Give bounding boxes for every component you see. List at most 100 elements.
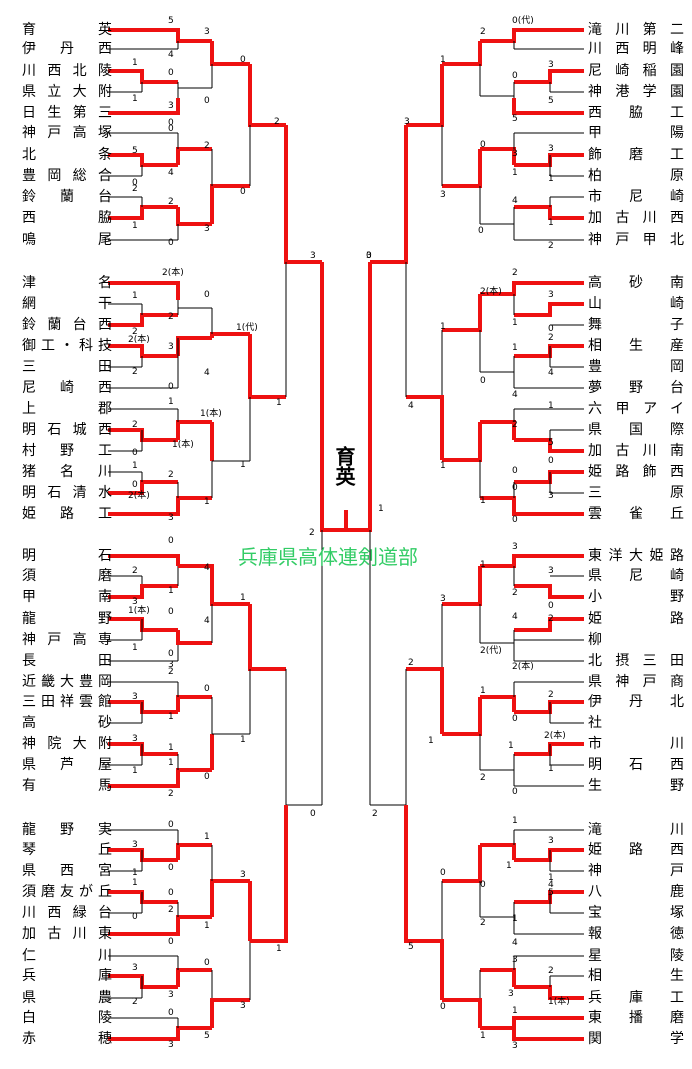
match-score: 3 xyxy=(168,513,174,523)
team-name-right: 六甲アイ xyxy=(588,401,684,417)
bracket-line xyxy=(108,98,180,115)
match-score: 1 xyxy=(168,397,174,407)
bracket-line xyxy=(108,281,180,300)
bracket-line xyxy=(346,262,372,532)
match-score: 4 xyxy=(408,401,414,411)
team-name-right: 八鹿 xyxy=(588,884,684,900)
team-name-left: 龍野 xyxy=(22,611,112,627)
team-name-left: 上郡 xyxy=(22,401,112,417)
bracket-line xyxy=(108,496,212,516)
team-name-right: 姫路 xyxy=(588,611,684,627)
match-score: 1 xyxy=(480,560,486,570)
match-score: 5 xyxy=(548,438,554,448)
match-score: 5 xyxy=(548,888,554,898)
bracket-line xyxy=(442,697,482,736)
team-name-left: 須磨 xyxy=(22,568,112,584)
team-name-right: 姫路西 xyxy=(588,842,684,858)
match-score: 0 xyxy=(512,787,518,797)
bracket-line xyxy=(406,667,444,734)
team-name-left: 明石清水 xyxy=(22,485,112,501)
match-score: 5 xyxy=(512,114,518,124)
team-name-right: 雲雀丘 xyxy=(588,506,684,522)
match-score: 0 xyxy=(512,483,518,493)
team-name-right: 加古川南 xyxy=(588,443,684,459)
team-name-right: 神戸甲北 xyxy=(588,232,684,248)
match-score: 2 xyxy=(408,658,414,668)
bracket-line xyxy=(514,69,584,84)
bracket-line xyxy=(514,205,584,220)
team-name-right: 滝川 xyxy=(588,822,684,838)
team-name-left: 豊岡総合 xyxy=(22,168,112,184)
bracket-line xyxy=(176,336,212,356)
team-name-left: 加古川東 xyxy=(22,926,112,942)
match-score: 1 xyxy=(512,816,518,826)
bracket-line xyxy=(514,153,584,167)
team-name-left: 尼崎西 xyxy=(22,380,112,396)
team-name-left: 須磨友が丘 xyxy=(22,884,112,900)
match-score: 3 xyxy=(366,251,372,261)
match-score: 2 xyxy=(132,327,138,337)
match-score: 3 xyxy=(204,224,210,234)
bracket-line xyxy=(512,98,584,115)
team-name-right: 兵庫工 xyxy=(588,990,684,1006)
team-name-left: 川西緑台 xyxy=(22,905,112,921)
match-score: 1 xyxy=(132,868,138,878)
bracket-line xyxy=(480,843,516,860)
match-score: 2 xyxy=(274,117,280,127)
bracket-line xyxy=(480,968,516,987)
bracket-line xyxy=(512,1028,584,1041)
match-score: 2 xyxy=(480,773,486,783)
team-name-right: 明石西 xyxy=(588,757,684,773)
match-score: 0 xyxy=(204,958,210,968)
match-score: 1 xyxy=(240,460,246,470)
match-score: 2 xyxy=(512,420,518,430)
bracket-line xyxy=(320,262,348,532)
match-score: 2 xyxy=(548,241,554,251)
team-name-left: 北条 xyxy=(22,147,112,163)
team-name-right: 北摂三田 xyxy=(588,653,684,669)
team-name-left: 育英 xyxy=(22,22,112,38)
team-name-right: 飾磨工 xyxy=(588,147,684,163)
match-score: 3 xyxy=(132,692,138,702)
match-score: 2(本) xyxy=(512,662,534,672)
team-name-right: 柳 xyxy=(588,632,602,648)
match-score: 1 xyxy=(132,878,138,888)
match-score: 3 xyxy=(168,990,174,1000)
match-score: 2 xyxy=(132,367,138,377)
match-score: 1 xyxy=(512,914,518,924)
match-score: 0 xyxy=(168,238,174,248)
match-score: 3 xyxy=(310,251,316,261)
match-score: 0 xyxy=(168,607,174,617)
match-score: 1 xyxy=(440,461,446,471)
bracket-line xyxy=(108,768,212,788)
match-score: 0 xyxy=(480,880,486,890)
match-score: 2 xyxy=(548,690,554,700)
match-score: 1(本) xyxy=(548,997,570,1007)
match-score: 0 xyxy=(204,290,210,300)
match-score: 3 xyxy=(512,1041,518,1051)
match-score: 2(代) xyxy=(480,646,502,656)
match-score: 1 xyxy=(480,496,486,506)
match-score: 4 xyxy=(204,368,210,378)
team-name-right: 山崎 xyxy=(588,296,684,312)
match-score: 0 xyxy=(480,376,486,386)
team-name-right: 宝塚 xyxy=(588,905,684,921)
bracket-line xyxy=(514,344,584,358)
match-score: 1 xyxy=(508,741,514,751)
bracket-line xyxy=(250,805,288,943)
match-score: 3 xyxy=(204,27,210,37)
bracket-line xyxy=(442,149,482,188)
match-score: 1 xyxy=(480,1031,486,1041)
match-score: 1 xyxy=(132,291,138,301)
match-score: 0 xyxy=(168,382,174,392)
match-score: 1 xyxy=(204,832,210,842)
bracket-line xyxy=(108,554,180,566)
match-score: 3 xyxy=(512,149,518,159)
bracket-line xyxy=(176,968,212,987)
bracket-line xyxy=(108,848,178,862)
team-name-left: 神院大附 xyxy=(22,736,112,752)
match-score: 2 xyxy=(480,918,486,928)
team-name-right: 神港学園 xyxy=(588,84,684,100)
